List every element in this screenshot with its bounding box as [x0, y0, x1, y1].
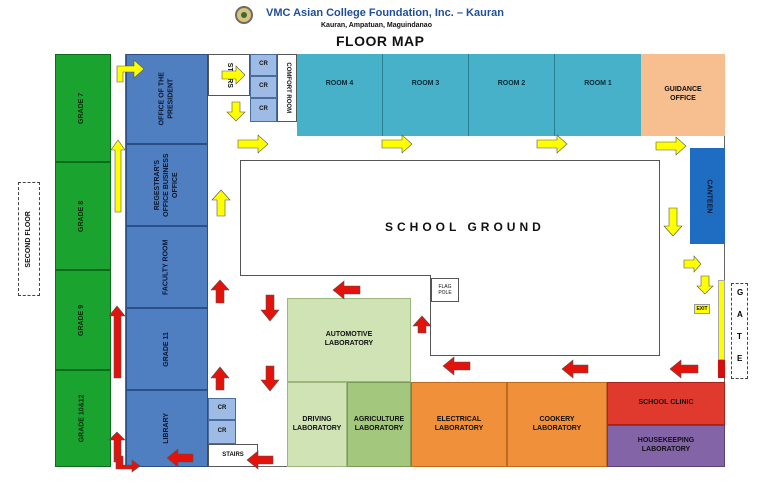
red-arrow-left	[442, 356, 471, 376]
red-arrow-left	[669, 359, 699, 379]
yellow-arrow-up	[211, 189, 231, 217]
agriculture-laboratory: AGRICULTURE LABORATORY	[347, 382, 411, 467]
school-ground-lower	[430, 276, 660, 356]
red-arrow-right	[115, 455, 141, 473]
yellow-arrow-right	[116, 59, 145, 83]
cr-bottom-2: CR	[208, 420, 236, 444]
gate-marker	[718, 280, 725, 360]
cr-top-1: CR	[250, 54, 277, 76]
electrical-laboratory: ELECTRICAL LABORATORY	[411, 382, 507, 467]
gate-red-marker	[718, 360, 725, 378]
driving-laboratory: DRIVING LABORATORY	[287, 382, 347, 467]
address: Kauran, Ampatuan, Maguindanao	[321, 22, 432, 29]
library: LIBRARY	[126, 390, 208, 467]
faculty-room: FACULTY ROOM	[126, 226, 208, 308]
cr-bottom-1: CR	[208, 398, 236, 420]
red-arrow-up	[108, 305, 126, 379]
yellow-arrow-down	[696, 275, 714, 295]
guidance-office: GUIDANCE OFFICE	[641, 54, 725, 136]
canteen: CANTEEN	[690, 148, 725, 244]
cr-top-2: CR	[250, 76, 277, 98]
room-2: ROOM 2	[469, 54, 555, 136]
gate-letter-g: G	[737, 288, 744, 297]
room-grade-10-12: GRADE 10&12	[55, 370, 111, 467]
yellow-arrow-right	[221, 65, 246, 85]
yellow-arrow-right	[655, 136, 687, 156]
yellow-arrow-down	[226, 101, 246, 122]
red-arrow-down	[260, 294, 280, 322]
page-title: FLOOR MAP	[336, 33, 425, 49]
red-arrow-left	[166, 448, 194, 468]
red-arrow-up	[412, 315, 432, 334]
red-arrow-down	[260, 365, 280, 392]
institution-name: VMC Asian College Foundation, Inc. – Kau…	[266, 7, 504, 19]
room-grade-7: GRADE 7	[55, 54, 111, 162]
school-ground-area	[240, 160, 660, 276]
flag-pole: FLAG POLE	[431, 278, 459, 302]
yellow-arrow-right	[237, 134, 269, 154]
school-ground-mask	[431, 274, 659, 278]
yellow-arrow-down	[663, 207, 683, 237]
automotive-laboratory: AUTOMOTIVE LABORATORY	[287, 298, 411, 382]
school-seal-icon	[235, 6, 253, 24]
registrar-business-office: REGESTRAR'S OFFICE BUSINESS OFFICE	[126, 144, 208, 226]
red-arrow-left	[561, 359, 589, 379]
school-ground-label: SCHOOL GROUND	[385, 220, 545, 234]
red-arrow-up	[210, 366, 230, 391]
room-grade-9: GRADE 9	[55, 270, 111, 370]
cookery-laboratory: COOKERY LABORATORY	[507, 382, 607, 467]
housekeeping-laboratory: HOUSEKEEPING LABORATORY	[607, 425, 725, 467]
room-grade-8: GRADE 8	[55, 162, 111, 270]
school-clinic: SCHOOL CLINIC	[607, 382, 725, 425]
gate-letter-e: E	[737, 354, 743, 363]
yellow-arrow-up	[110, 139, 126, 213]
gate-label-box: G A T E	[731, 283, 748, 379]
comfort-room: COMFORT ROOM	[277, 54, 297, 122]
second-floor-label: SECOND FLOOR	[18, 182, 40, 296]
yellow-arrow-right	[536, 134, 568, 154]
red-arrow-left	[332, 280, 361, 300]
yellow-arrow-right	[683, 255, 702, 273]
room-4: ROOM 4	[297, 54, 383, 136]
red-arrow-up	[210, 279, 230, 304]
exit-sign: EXIT	[694, 304, 710, 314]
gate-letter-t: T	[737, 332, 742, 341]
room-3: ROOM 3	[383, 54, 469, 136]
room-1: ROOM 1	[555, 54, 641, 136]
red-arrow-left	[246, 450, 274, 470]
gate-letter-a: A	[737, 310, 743, 319]
cr-top-3: CR	[250, 98, 277, 122]
yellow-arrow-right	[381, 134, 413, 154]
room-grade-11: GRADE 11	[126, 308, 208, 390]
